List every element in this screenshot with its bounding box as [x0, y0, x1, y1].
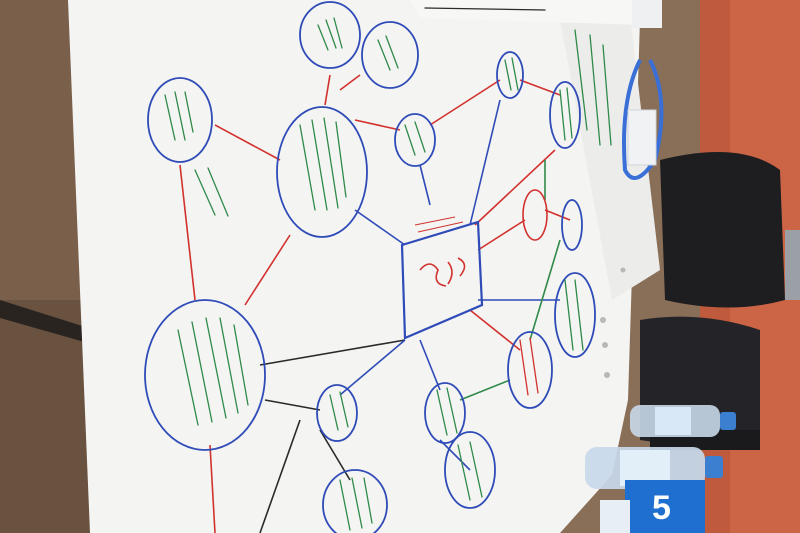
- node-circle: [276, 106, 368, 238]
- node-circle: [496, 51, 524, 99]
- node-circle: [507, 331, 553, 409]
- water-bottle: [630, 405, 736, 437]
- node-circle: [394, 113, 436, 167]
- central-topic-box: [400, 220, 484, 340]
- bottle-label-number: 5: [652, 489, 671, 527]
- water-bottle: [585, 447, 723, 489]
- node-circle: [561, 199, 583, 251]
- node-circle: [322, 469, 388, 533]
- node-circle: [144, 299, 266, 451]
- node-circle: [316, 384, 358, 442]
- node-circle: [554, 272, 596, 358]
- node-circle: [444, 431, 496, 509]
- node-circle: [361, 21, 419, 89]
- node-circle: [299, 1, 361, 69]
- node-circle: [424, 382, 466, 444]
- node-circle: [147, 77, 213, 163]
- node-circle: [549, 81, 581, 149]
